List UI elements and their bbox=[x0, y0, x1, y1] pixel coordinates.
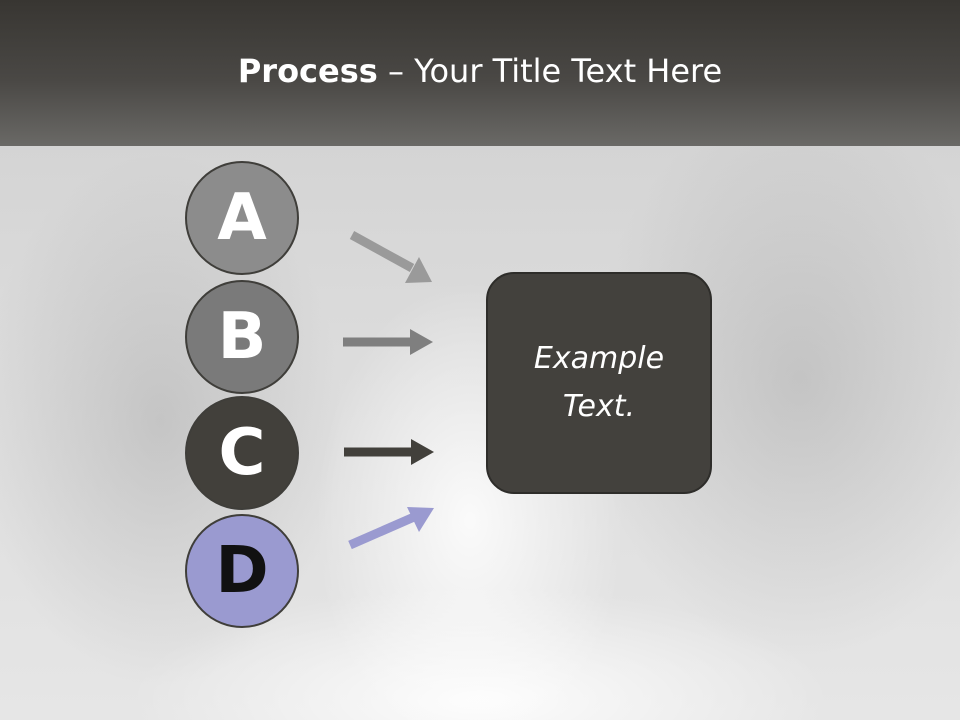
example-text: Example Text. bbox=[533, 341, 665, 424]
page-title: Process – Your Title Text Here bbox=[0, 52, 960, 90]
arrow-b bbox=[343, 329, 433, 355]
title-rest: – Your Title Text Here bbox=[377, 52, 723, 90]
step-a-circle: A bbox=[185, 161, 299, 275]
step-a-label: A bbox=[217, 181, 267, 255]
header-bar: Process – Your Title Text Here bbox=[0, 0, 960, 146]
arrow-a bbox=[349, 231, 432, 283]
step-d-label: D bbox=[215, 534, 269, 608]
step-b-circle: B bbox=[185, 280, 299, 394]
step-b-label: B bbox=[217, 300, 267, 374]
title-bold: Process bbox=[237, 52, 378, 90]
arrow-d bbox=[348, 507, 434, 550]
step-d-circle: D bbox=[185, 514, 299, 628]
example-text-box: Example Text. bbox=[486, 272, 712, 494]
arrow-c bbox=[344, 439, 434, 465]
step-c-circle: C bbox=[185, 396, 299, 510]
step-c-label: C bbox=[218, 416, 266, 490]
